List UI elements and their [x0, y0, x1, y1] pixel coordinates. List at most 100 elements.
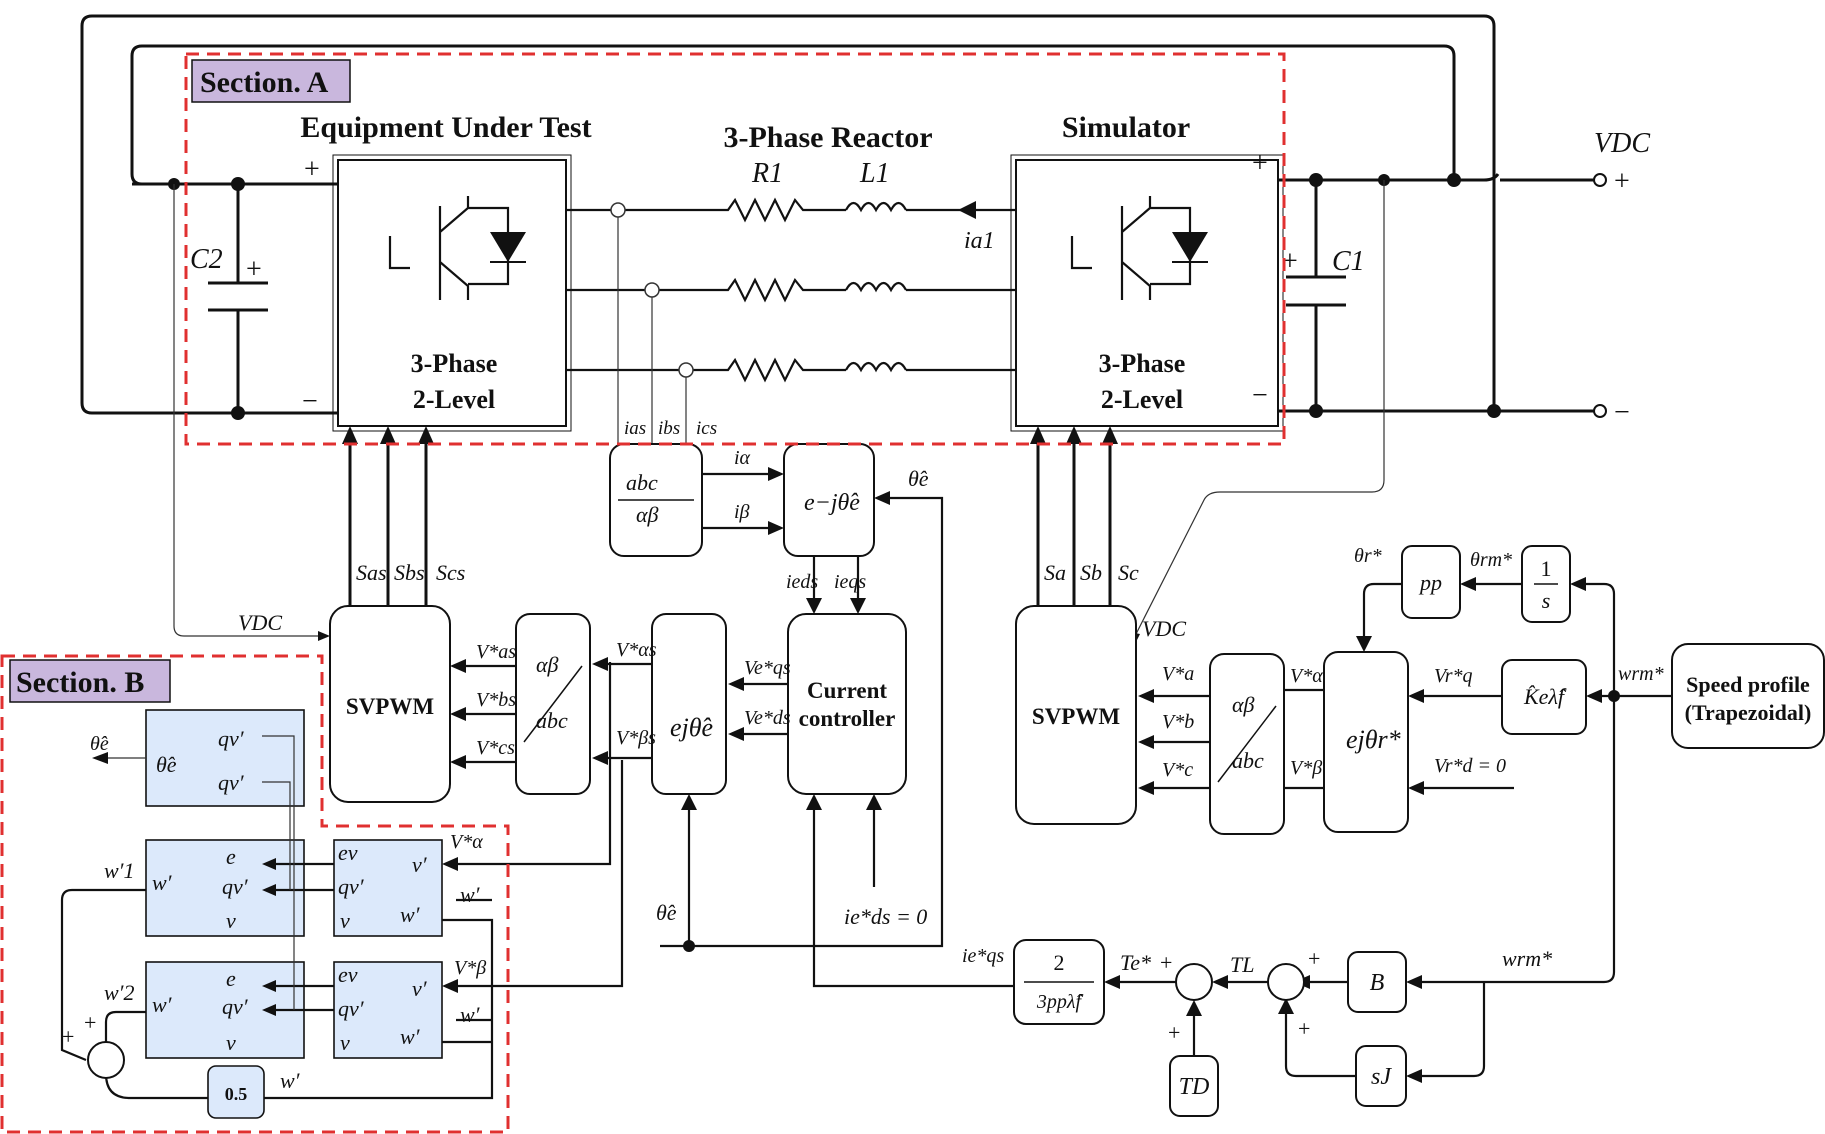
vdc-terminals: VDC + −: [1593, 128, 1650, 428]
load-sum-node: [1267, 963, 1305, 1001]
b-sum-plus: +: [1308, 946, 1320, 971]
sim-ab-abc-block: αβ abc: [1209, 653, 1285, 835]
theta-e-top-label: θ̂e: [908, 466, 929, 491]
br-qv: qv′: [338, 996, 365, 1021]
half-gain-block: 0.5 w′: [207, 1065, 301, 1119]
eut-voltage-refs: V*as V*bs V*cs: [450, 641, 516, 769]
half-label: 0.5: [225, 1084, 248, 1104]
ia1-label: ia1: [964, 228, 995, 254]
wrm-label-bottom: wrm*: [1502, 946, 1552, 971]
integrator-den: s: [1542, 588, 1551, 613]
vc-label: V*c: [1162, 759, 1193, 781]
valpha-b-label: V*α: [450, 831, 483, 853]
ml-e: e: [226, 844, 236, 869]
br-w: w′: [400, 1024, 421, 1049]
wrm-label-top: wrm*: [1618, 663, 1664, 685]
integrator-block: 1 s θrm*: [1460, 545, 1571, 623]
eut-inverter: 3-Phase 2-Level + −: [302, 154, 572, 432]
r1-label: R1: [751, 158, 783, 189]
ml-v: v: [226, 908, 236, 933]
sa-label: Sa: [1044, 560, 1066, 585]
rot-r-label: ejθr*: [1346, 725, 1401, 754]
vbs-label: V*bs: [476, 689, 516, 711]
sogi-mid-right-block: ev qv′ v v′ w′: [333, 839, 443, 937]
eut-ab-abc-block: αβ abc: [515, 613, 591, 795]
vdc-sense-sim: [1133, 180, 1385, 639]
ialpha-label: iα: [734, 447, 751, 469]
scs-label: Scs: [436, 560, 465, 585]
eut-svpwm-block: SVPWM: [329, 605, 451, 803]
torque-sum-node: [1175, 963, 1213, 1001]
simulator-title: Simulator: [1062, 111, 1190, 144]
c2-plus: +: [246, 254, 262, 285]
torque-den: 3ppλ̂f: [1036, 991, 1084, 1013]
theta-rm-label: θrm*: [1470, 549, 1512, 571]
sogi-mid-left-block: w′ e qv′ v: [145, 839, 305, 937]
ke-label: K̂eλ̂f: [1523, 684, 1567, 709]
ke-block: K̂eλ̂f: [1490, 659, 1587, 735]
iqs-ref-label: ie*qs: [962, 945, 1004, 967]
sb-label: Sb: [1080, 560, 1102, 585]
sim-line1: 3-Phase: [1099, 349, 1186, 378]
sogi-interconnect: V*α V*β w′ w′ w′1 w′2 + +: [60, 662, 624, 1100]
sbs-label: Sbs: [394, 560, 425, 585]
valpha-s-label: V*αs: [616, 639, 657, 661]
eut-plus: +: [304, 154, 320, 185]
vdc-sense-eut: [173, 184, 324, 637]
sogi-plus-1: +: [62, 1024, 74, 1049]
br-vp: v′: [412, 976, 428, 1001]
vbeta-b-label: V*β: [454, 957, 486, 979]
eut-line1: 3-Phase: [411, 349, 498, 378]
eut-minus: −: [302, 386, 318, 417]
current-controller-block: Current controller: [787, 613, 907, 795]
vq-label: Vr*q: [1434, 665, 1473, 687]
vdc-sim-label: VDC: [1142, 616, 1186, 641]
reactor-phases: R1 L1 ia1 ias ibs ics: [566, 158, 1016, 444]
mr-w: w′: [400, 902, 421, 927]
gain-sj-label: sJ: [1371, 1064, 1392, 1090]
c1-label: C1: [1332, 246, 1365, 277]
sim-line2: 2-Level: [1101, 385, 1183, 414]
sogi-bottom-right-block: ev qv′ v v′ w′: [333, 961, 443, 1059]
vqs-label: Ve*qs: [744, 657, 791, 679]
rot-fwd-label: ejθ̂e: [670, 713, 713, 742]
sas-label: Sas: [356, 560, 387, 585]
td-sum-plus: +: [1168, 1020, 1180, 1045]
vdc-plus: +: [1614, 166, 1630, 197]
ml-qv: qv′: [222, 874, 249, 899]
theta-feedback-line: [660, 496, 944, 948]
torque-num: 2: [1054, 950, 1065, 975]
sim-svpwm-block: SVPWM: [1015, 605, 1137, 825]
pp-block: pp θr*: [1354, 545, 1461, 652]
dq-current-signals: ieds ieqs: [786, 556, 866, 614]
sim-minus: −: [1252, 380, 1268, 411]
ids-ref-label: ie*ds = 0: [844, 904, 927, 929]
eut-svpwm-label: SVPWM: [346, 694, 434, 719]
sim-rot-block: ejθr*: [1323, 651, 1409, 833]
gain-td-block: TD +: [1168, 1000, 1219, 1117]
section-a-label: Section. A: [200, 66, 329, 99]
br-v: v: [340, 1030, 350, 1055]
eut-alpha-beta-refs: V*αs V*βs: [592, 639, 657, 765]
pp-label: pp: [1418, 570, 1442, 595]
eut-rot-fwd-block: ejθ̂e: [651, 613, 727, 795]
top-qv1: qv′: [218, 726, 245, 751]
br-ev: ev: [338, 962, 358, 987]
c1-plus: +: [1282, 246, 1298, 277]
cc-line2: controller: [799, 706, 896, 731]
cc-line1: Current: [807, 678, 887, 703]
dc-link-wiring: [80, 14, 1594, 415]
section-b-label: Section. B: [16, 666, 144, 699]
eut-gate-signals: Sas Sbs Scs: [342, 426, 465, 606]
sim-ab-abc-den: abc: [1232, 748, 1264, 773]
vdc-terminal-label: VDC: [1594, 128, 1650, 159]
ialpha-ibeta-signals: iα iβ: [702, 447, 784, 535]
w1-label: w′1: [104, 858, 135, 883]
gain-b-block: B +: [1294, 946, 1407, 1013]
vcs-label: V*cs: [476, 737, 515, 759]
bl-v: v: [226, 1030, 236, 1055]
section-a-frame: Section. A: [184, 52, 1286, 446]
mr-vp: v′: [412, 852, 428, 877]
vbeta-s-label: V*βs: [616, 727, 656, 749]
